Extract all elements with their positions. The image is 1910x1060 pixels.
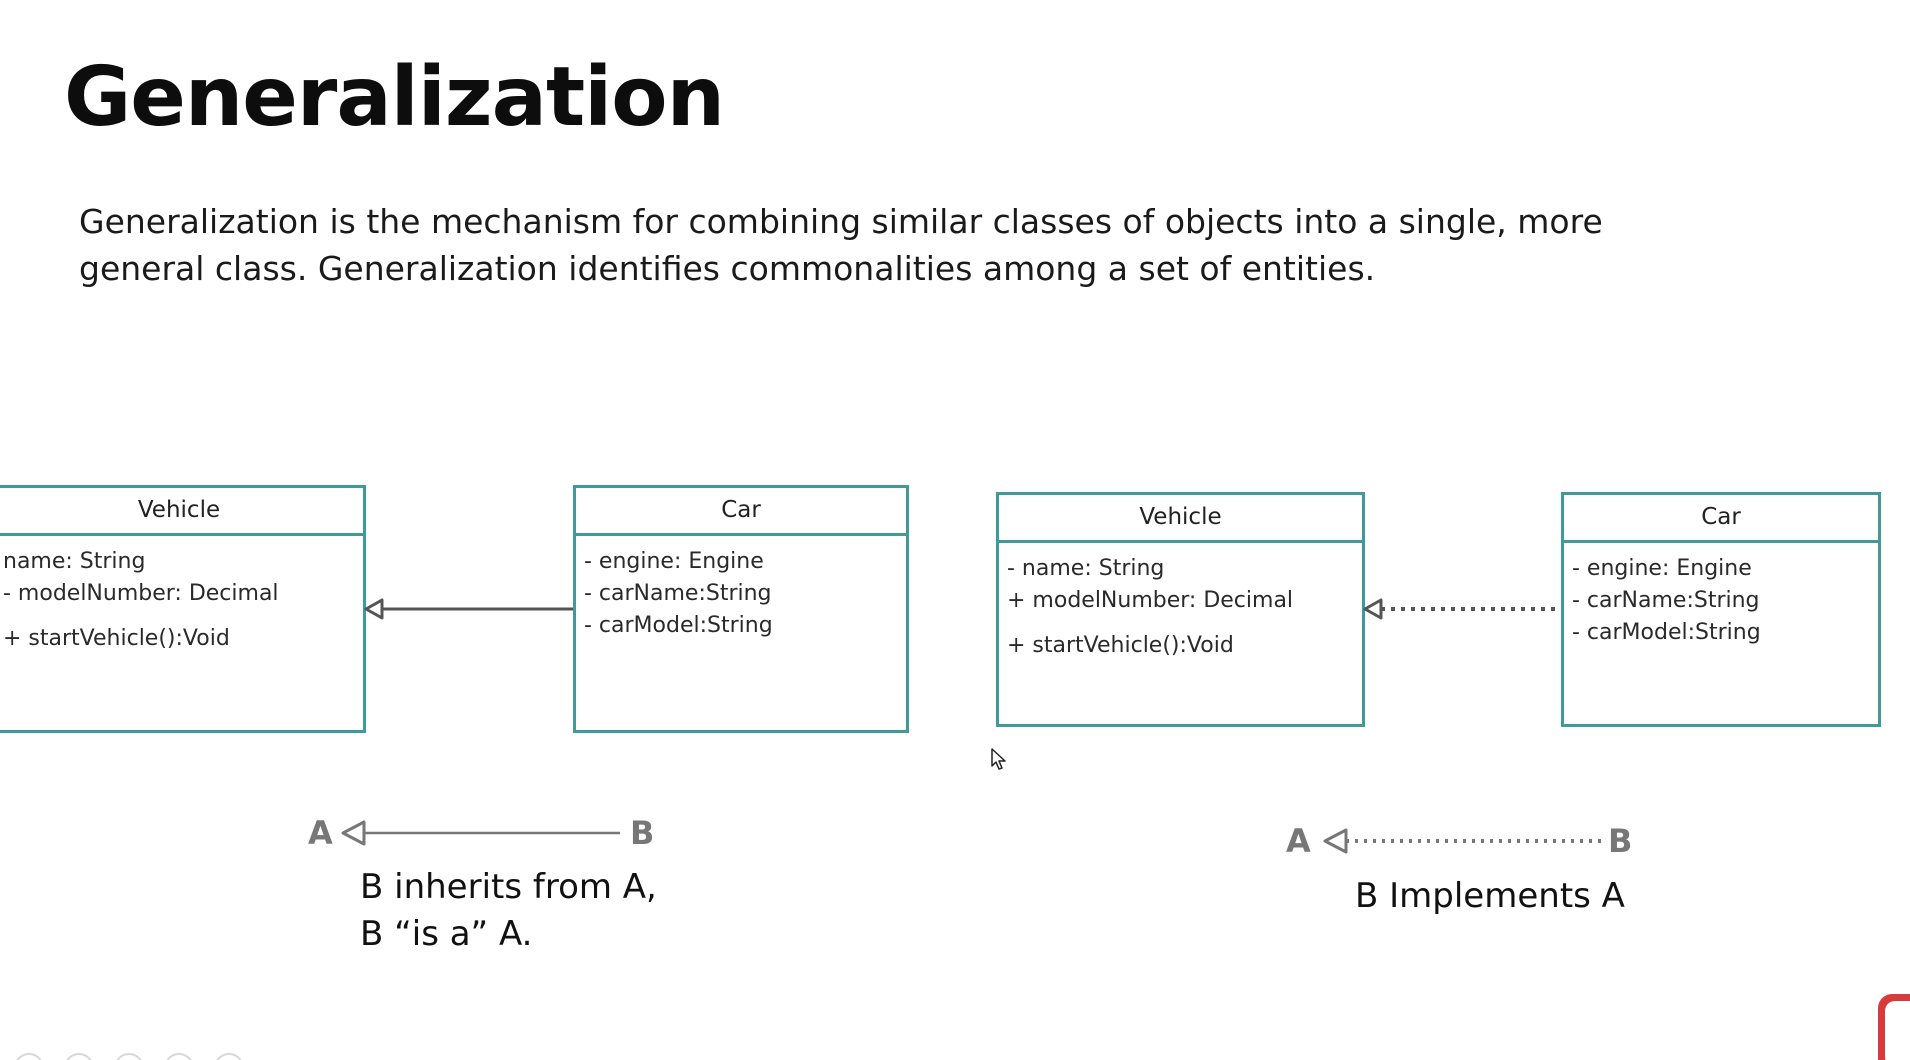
uml-attribute: - carName:String (584, 581, 772, 606)
uml-attribute: - modelNumber: Decimal (3, 581, 279, 606)
legend-caption-line: B “is a” A. (360, 914, 533, 954)
implementation-connector (1363, 598, 1561, 620)
slide-body-text: Generalization is the mechanism for comb… (79, 198, 1639, 292)
slide-navigation[interactable] (14, 1053, 244, 1060)
legend-implementation-from-letter: A (1286, 822, 1311, 860)
legend-implementation-to-letter: B (1608, 822, 1633, 860)
slide-body-line: general class. Generalization identifies… (79, 249, 1376, 288)
slide-title: Generalization (64, 50, 725, 145)
legend-caption-line: B Implements A (1355, 876, 1625, 916)
uml-member-list: - engine: Engine - carName:String - carM… (576, 536, 906, 642)
legend-implementation-arrow (1323, 828, 1602, 854)
legend-inheritance-arrow (341, 820, 620, 846)
uml-class-car-child: Car - engine: Engine - carName:String - … (573, 485, 909, 733)
uml-attribute: - name: String (1007, 556, 1165, 581)
uml-class-car-implementor: Car - engine: Engine - carName:String - … (1561, 492, 1881, 727)
uml-attribute: name: String (3, 549, 146, 574)
uml-class-name: Car (1564, 495, 1878, 543)
uml-attribute: - engine: Engine (584, 549, 764, 574)
uml-member-list: - name: String + modelNumber: Decimal + … (999, 543, 1362, 662)
uml-attribute: - carName:String (1572, 588, 1760, 613)
uml-class-vehicle-interface: Vehicle - name: String + modelNumber: De… (996, 492, 1365, 727)
uml-class-name: Vehicle (999, 495, 1362, 543)
corner-overlay-badge[interactable] (1878, 994, 1910, 1060)
slide-nav-dot[interactable] (214, 1053, 244, 1060)
slide-nav-dot[interactable] (64, 1053, 94, 1060)
legend-implementation-caption: B Implements A (1355, 873, 1625, 920)
uml-operation: + startVehicle():Void (1007, 633, 1234, 658)
slide-nav-dot[interactable] (14, 1053, 44, 1060)
uml-operation: + startVehicle():Void (3, 626, 230, 651)
uml-attribute: - engine: Engine (1572, 556, 1752, 581)
legend-inheritance-caption: B inherits from A, B “is a” A. (360, 864, 657, 958)
uml-member-list: - engine: Engine - carName:String - carM… (1564, 543, 1878, 649)
uml-attribute: - carModel:String (584, 613, 773, 638)
uml-class-name: Vehicle (0, 488, 363, 536)
uml-attribute: - carModel:String (1572, 620, 1761, 645)
uml-member-list: name: String - modelNumber: Decimal + st… (0, 536, 363, 655)
uml-class-vehicle-parent: Vehicle name: String - modelNumber: Deci… (0, 485, 366, 733)
slide-body-line: Generalization is the mechanism for comb… (79, 202, 1603, 241)
slide-nav-dot[interactable] (114, 1053, 144, 1060)
uml-class-name: Car (576, 488, 906, 536)
uml-attribute: + modelNumber: Decimal (1007, 588, 1294, 613)
inheritance-connector (364, 598, 573, 620)
legend-caption-line: B inherits from A, (360, 867, 657, 907)
mouse-cursor-icon (991, 748, 1006, 770)
slide-nav-dot[interactable] (164, 1053, 194, 1060)
corner-badge-inner (1885, 1001, 1910, 1060)
legend-inheritance-to-letter: B (630, 814, 655, 852)
legend-inheritance-from-letter: A (308, 814, 333, 852)
